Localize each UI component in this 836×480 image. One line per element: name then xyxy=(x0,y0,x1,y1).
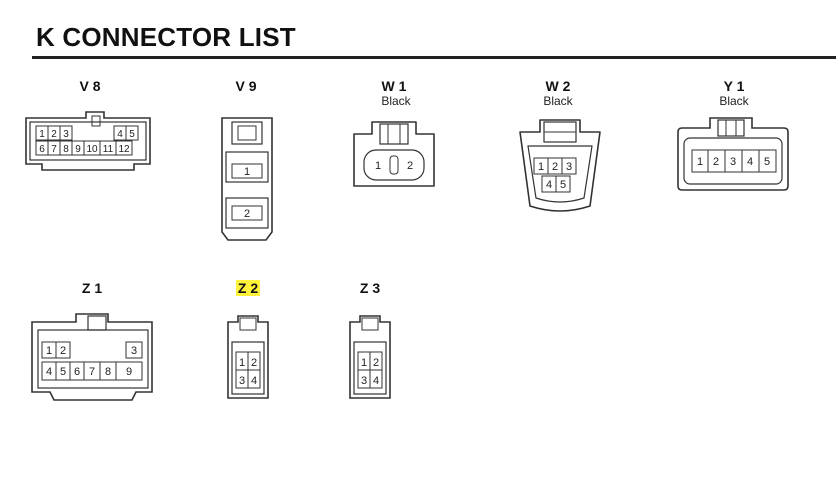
pin-label: 8 xyxy=(105,366,111,378)
pin-label: 2 xyxy=(51,129,57,140)
pin-label: 4 xyxy=(747,156,753,168)
connector-w2-label: W 2 xyxy=(545,78,571,94)
pin-label: 6 xyxy=(74,366,80,378)
pin-label: 1 xyxy=(375,160,381,172)
pin-label: 12 xyxy=(118,144,130,155)
pin-label: 3 xyxy=(730,156,736,168)
pin-label: 1 xyxy=(538,161,544,173)
pin-label: 3 xyxy=(239,375,245,387)
connector-z2-label: Z 2 xyxy=(208,280,288,296)
pin-label: 5 xyxy=(764,156,770,168)
pin-label: 2 xyxy=(244,208,250,220)
pin-label: 8 xyxy=(63,144,69,155)
pin-label: 2 xyxy=(251,357,257,369)
connector-z1-diagram: 1 2 3 4 5 6 7 8 9 xyxy=(31,313,153,401)
pin-label: 5 xyxy=(560,179,566,191)
pin-label: 1 xyxy=(697,156,703,168)
pin-label: 6 xyxy=(39,144,45,155)
pin-label: 5 xyxy=(129,129,135,140)
connector-v8-pins-bottom: 6 7 8 9 10 11 12 xyxy=(35,140,133,156)
connector-z2-highlight: Z 2 xyxy=(235,280,261,296)
pin-label: 2 xyxy=(373,357,379,369)
connector-y1-diagram: 1 2 3 4 5 xyxy=(677,117,789,191)
connector-z1-label: Z 1 xyxy=(81,280,103,296)
connector-z3-label: Z 3 xyxy=(359,280,381,296)
connector-w2-color: Black xyxy=(543,94,573,108)
pin-label: 7 xyxy=(89,366,95,378)
pin-label: 4 xyxy=(46,366,52,378)
pin-label: 1 xyxy=(361,357,367,369)
connector-y1-color: Black xyxy=(719,94,749,108)
connector-w2-diagram: 1 2 3 4 5 xyxy=(519,119,601,212)
connector-w1-diagram: 1 2 xyxy=(353,121,435,187)
pin-label: 4 xyxy=(546,179,552,191)
connector-w1-color: Black xyxy=(381,94,411,108)
pin-label: 3 xyxy=(566,161,572,173)
pin-label: 1 xyxy=(244,166,250,178)
connector-v9-diagram: 1 2 xyxy=(221,117,273,241)
pin-label: 5 xyxy=(60,366,66,378)
pin-label: 3 xyxy=(361,375,367,387)
pin-label: 1 xyxy=(39,129,45,140)
title-divider xyxy=(32,56,836,59)
connector-z3-diagram: 1 2 3 4 xyxy=(349,315,391,399)
connector-v8-pins-top: 1 2 3 4 5 xyxy=(35,125,139,141)
pin-label: 9 xyxy=(75,144,81,155)
pin-label: 9 xyxy=(126,366,132,378)
pin-label: 11 xyxy=(103,144,114,155)
pin-label: 10 xyxy=(86,144,98,155)
pin-label: 4 xyxy=(117,129,123,140)
pin-label: 1 xyxy=(239,357,245,369)
pin-label: 7 xyxy=(51,144,57,155)
pin-label: 3 xyxy=(131,345,137,357)
connector-v8-diagram: 1 2 3 4 5 6 7 8 9 10 11 12 xyxy=(25,111,151,171)
pin-label: 1 xyxy=(46,345,52,357)
connector-z2-diagram: 1 2 3 4 xyxy=(227,315,269,399)
pin-label: 4 xyxy=(373,375,379,387)
pin-label: 3 xyxy=(63,129,69,140)
pin-label: 2 xyxy=(713,156,719,168)
connector-v9-label: V 9 xyxy=(235,78,257,94)
page-title: K CONNECTOR LIST xyxy=(36,22,296,52)
pin-label: 2 xyxy=(60,345,66,357)
pin-label: 2 xyxy=(552,161,558,173)
connector-y1-label: Y 1 xyxy=(723,78,745,94)
connector-v8-label: V 8 xyxy=(79,78,101,94)
pin-label: 4 xyxy=(251,375,257,387)
connector-w1-label: W 1 xyxy=(381,78,407,94)
pin-label: 2 xyxy=(407,160,413,172)
